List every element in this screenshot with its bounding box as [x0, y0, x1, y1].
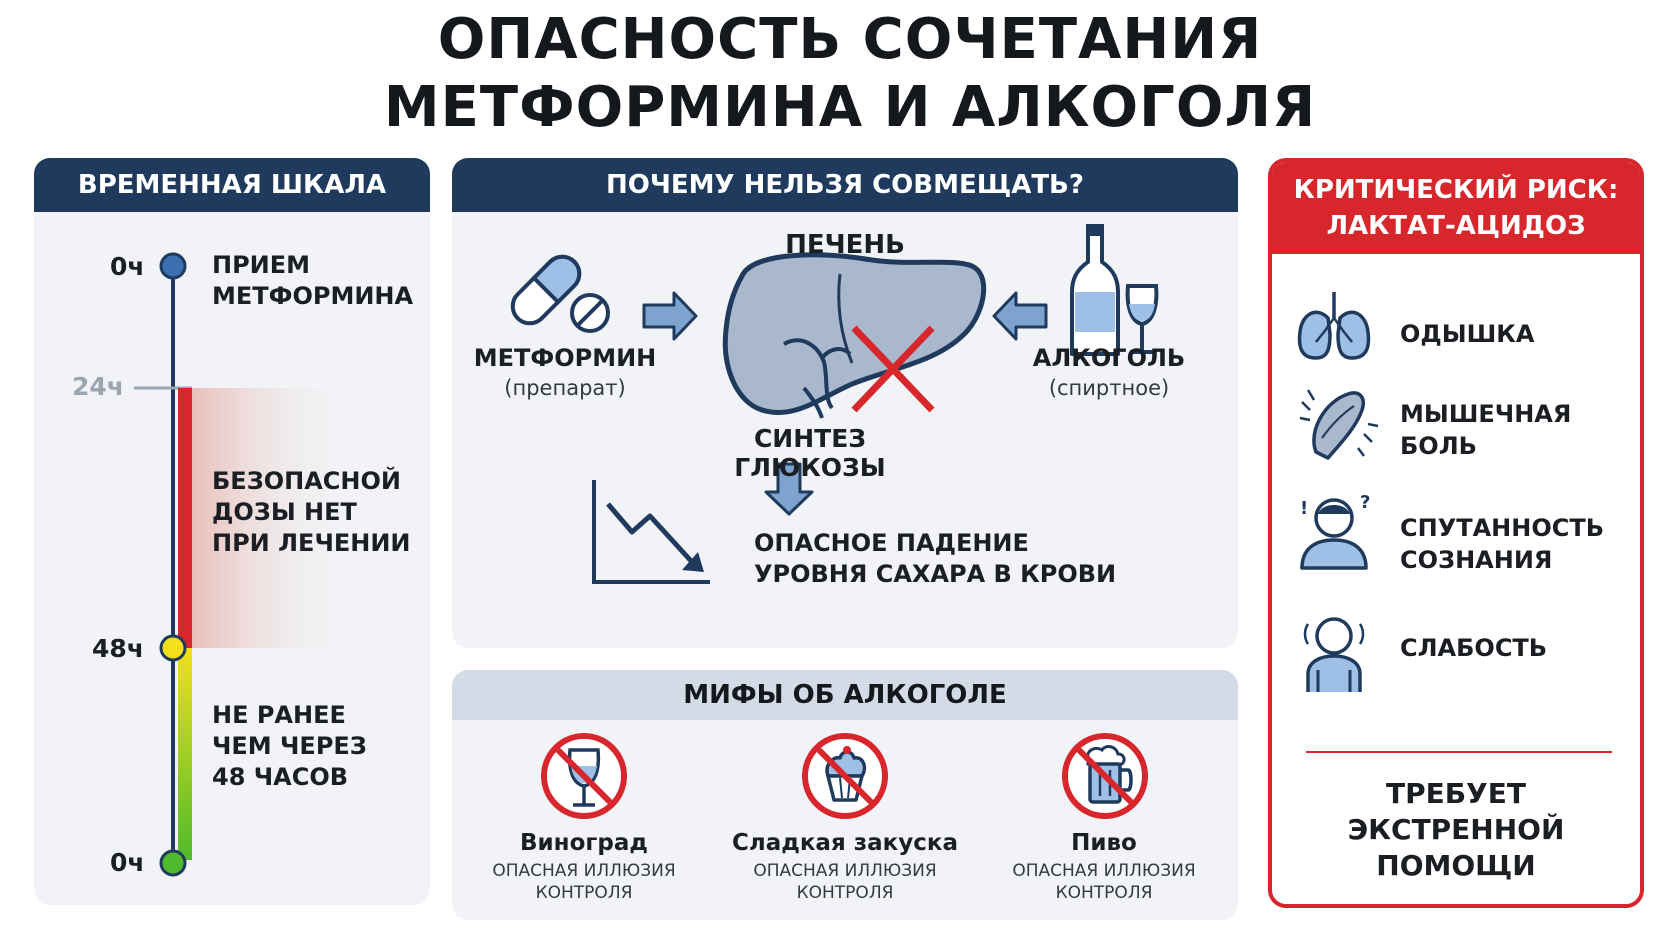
wine-glass-icon — [541, 733, 627, 819]
symptom-confusion: СПУТАННОСТЬ СОЗНАНИЯ — [1400, 514, 1604, 574]
myths-header: МИФЫ ОБ АЛКОГОЛЕ — [452, 670, 1238, 720]
symptom-weakness: СЛАБОСТЬ — [1400, 634, 1548, 662]
why-graphic — [510, 224, 1159, 584]
sugar-drop-label: ОПАСНОЕ ПАДЕНИЕ УРОВНЯ САХАРА В КРОВИ — [754, 529, 1117, 588]
alcohol-bottle-icon — [1070, 224, 1159, 356]
timeline-header: ВРЕМЕННАЯ ШКАЛА — [34, 158, 430, 212]
blocked-x-icon — [851, 325, 935, 413]
falling-chart-icon — [592, 480, 710, 584]
myths-graphic — [541, 733, 1148, 819]
why-panel: ПОЧЕМУ НЕЛЬЗЯ СОВМЕЩАТЬ? — [452, 158, 1238, 648]
danger-segment — [178, 388, 192, 648]
cupcake-icon — [802, 733, 888, 819]
exclaim-glyph: ! — [1300, 498, 1308, 519]
event-intake: ПРИЕМ МЕТФОРМИНА — [212, 251, 414, 310]
risk-graphic: ! ? — [1297, 292, 1612, 753]
myth-item-sweet-snack: Сладкая закуска ОПАСНАЯ ИЛЛЮЗИЯ КОНТРОЛЯ — [732, 830, 958, 903]
mark-0h: 0ч — [110, 252, 145, 281]
caution-segment — [178, 648, 192, 860]
risk-header: КРИТИЧЕСКИЙ РИСК: ЛАКТАТ-АЦИДОЗ — [1272, 162, 1640, 254]
timeline-panel: ВРЕМЕННАЯ ШКАЛА 0ч 24ч 48ч 0ч ПР — [34, 158, 430, 905]
risk-panel: КРИТИЧЕСКИЙ РИСК: ЛАКТАТ-АЦИДОЗ ! ? — [1268, 158, 1644, 908]
question-glyph: ? — [1360, 492, 1370, 513]
mark-24h: 24ч — [72, 372, 124, 401]
danger-zone-shade — [192, 388, 352, 648]
lungs-icon — [1297, 292, 1371, 360]
liver-icon — [722, 252, 987, 419]
myth-item-grape: Виноград ОПАСНАЯ ИЛЛЮЗИЯ КОНТРОЛЯ — [492, 830, 676, 903]
beer-mug-icon — [1062, 733, 1148, 819]
symptom-dyspnea: ОДЫШКА — [1400, 320, 1535, 348]
pill-icon — [510, 254, 610, 333]
weak-person-icon — [1303, 617, 1365, 692]
node-start — [159, 252, 187, 280]
arrow-right-icon — [642, 291, 698, 341]
liver-label: ПЕЧЕНЬ — [785, 230, 905, 260]
page-title-line-1: ОПАСНОСТЬ СОЧЕТАНИЯ — [437, 7, 1263, 72]
mark-48h: 48ч — [92, 634, 144, 663]
symptom-muscle-pain: МЫШЕЧНАЯ БОЛЬ — [1400, 400, 1572, 460]
node-48h — [159, 634, 187, 662]
myths-panel: МИФЫ ОБ АЛКОГОЛЕ — [452, 670, 1238, 920]
node-end — [159, 849, 187, 877]
alcohol-label: АЛКОГОЛЬ (спиртное) — [1032, 344, 1186, 400]
myth-item-beer: Пиво ОПАСНАЯ ИЛЛЮЗИЯ КОНТРОЛЯ — [1012, 830, 1196, 903]
arrow-left-icon — [992, 291, 1048, 341]
mark-0h-bottom: 0ч — [110, 848, 145, 877]
page-title: ОПАСНОСТЬ СОЧЕТАНИЯ МЕТФОРМИНА И АЛКОГОЛ… — [0, 6, 1672, 142]
event-wait-48h: НЕ РАНЕЕ ЧЕМ ЧЕРЕЗ 48 ЧАСОВ — [212, 701, 367, 791]
metformin-label: МЕТФОРМИН (препарат) — [473, 344, 657, 400]
timeline-graphic — [134, 252, 352, 877]
confused-person-icon — [1300, 498, 1368, 570]
why-header: ПОЧЕМУ НЕЛЬЗЯ СОВМЕЩАТЬ? — [452, 158, 1238, 212]
arrow-down-icon — [764, 462, 814, 516]
glucose-synthesis-label: СИНТЕЗ ГЛЮКОЗЫ — [734, 424, 886, 482]
muscle-pain-icon — [1299, 389, 1379, 460]
event-no-safe-dose: БЕЗОПАСНОЙ ДОЗЫ НЕТ ПРИ ЛЕЧЕНИИ — [212, 467, 411, 557]
emergency-note: ТРЕБУЕТ ЭКСТРЕННОЙ ПОМОЩИ — [1347, 777, 1565, 882]
page-title-line-2: МЕТФОРМИНА И АЛКОГОЛЯ — [383, 75, 1317, 140]
